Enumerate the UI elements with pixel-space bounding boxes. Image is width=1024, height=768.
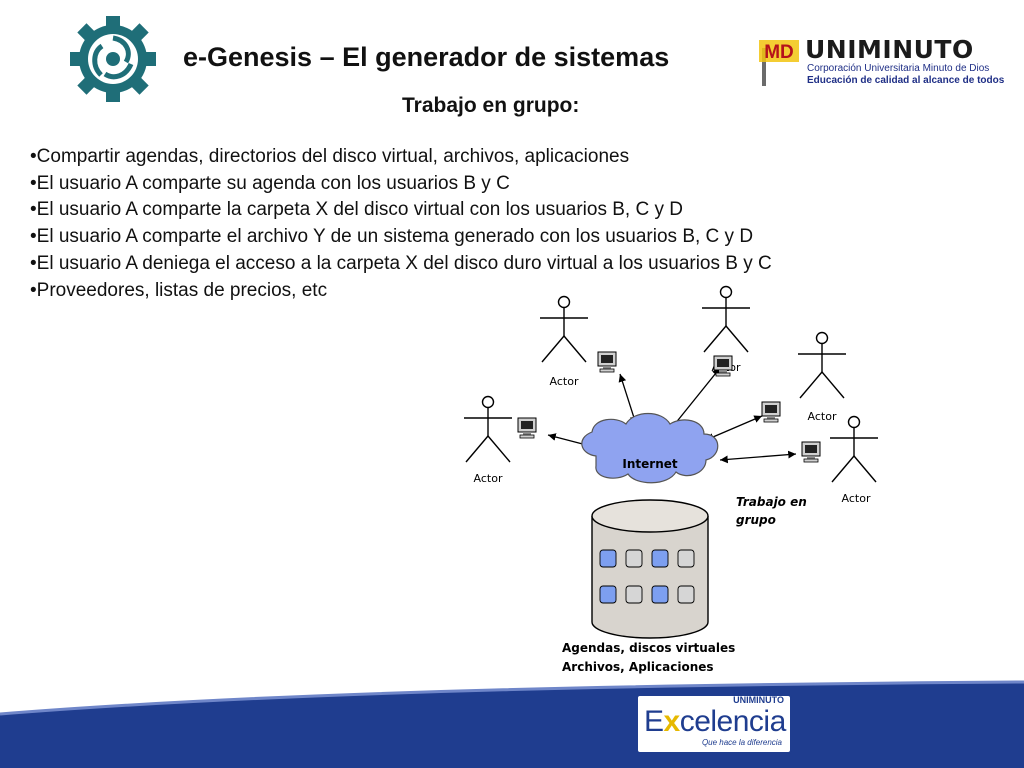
group-label-line2: grupo (736, 513, 776, 527)
badge-e: E (644, 705, 664, 738)
actor-figure (539, 295, 589, 363)
excelencia-badge: UNIMINUTO Excelencia Que hace la diferen… (636, 694, 792, 754)
database-label-line1: Agendas, discos virtuales (562, 641, 735, 655)
actor-label: Actor (842, 492, 871, 505)
computer-icon (597, 351, 617, 373)
actor-label: Actor (550, 375, 579, 388)
group-work-diagram: Actor Actor Actor Actor Actor Internet T… (463, 285, 879, 674)
computer-icon (517, 417, 537, 439)
university-slogan: Educación de calidad al alcance de todos (807, 75, 1005, 86)
list-item: •El usuario A comparte su agenda con los… (30, 172, 510, 194)
badge-brand: UNIMINUTO (733, 695, 784, 705)
actor-figure (829, 415, 879, 483)
list-item: •El usuario A deniega el acceso a la car… (30, 252, 772, 274)
section-subtitle: Trabajo en grupo: (402, 94, 580, 117)
internet-cloud (581, 412, 719, 484)
md-emblem-icon: MD (759, 40, 799, 86)
badge-x: x (663, 705, 681, 738)
badge-rest: celencia (679, 705, 787, 738)
actor-figure (701, 285, 751, 353)
connection-arrow (705, 415, 763, 441)
uniminuto-logo: MD UNIMINUTO Corporación Universitaria M… (757, 30, 1004, 92)
list-item: •El usuario A comparte la carpeta X del … (30, 199, 683, 221)
database-cylinder (591, 499, 709, 639)
badge-word: Excelencia (644, 705, 786, 739)
badge-tagline: Que hace la diferencia (701, 738, 782, 747)
computer-icon (713, 355, 733, 377)
actor-label: Actor (808, 410, 837, 423)
university-name: UNIMINUTO (805, 35, 974, 64)
computer-icon (801, 441, 821, 463)
actor-figure (797, 331, 847, 399)
connection-arrow (618, 373, 638, 425)
actor-figure (463, 395, 513, 463)
connection-arrow (719, 450, 797, 464)
list-item: •El usuario A comparte el archivo Y de u… (30, 226, 754, 248)
md-mark: MD (764, 42, 794, 63)
list-item: •Proveedores, listas de precios, etc (30, 279, 328, 301)
group-label-line1: Trabajo en (736, 495, 807, 509)
computer-icon (761, 401, 781, 423)
bullet-list: •Compartir agendas, directorios del disc… (30, 144, 772, 304)
actor-label: Actor (474, 472, 503, 485)
page-title: e-Genesis – El generador de sistemas (183, 42, 670, 72)
university-fullname: Corporación Universitaria Minuto de Dios (807, 63, 990, 74)
footer-band (0, 680, 1024, 768)
database-label-line2: Archivos, Aplicaciones (562, 660, 714, 674)
list-item: •Compartir agendas, directorios del disc… (30, 146, 630, 167)
gear-swirl-icon (70, 16, 156, 102)
cloud-label: Internet (622, 457, 677, 471)
